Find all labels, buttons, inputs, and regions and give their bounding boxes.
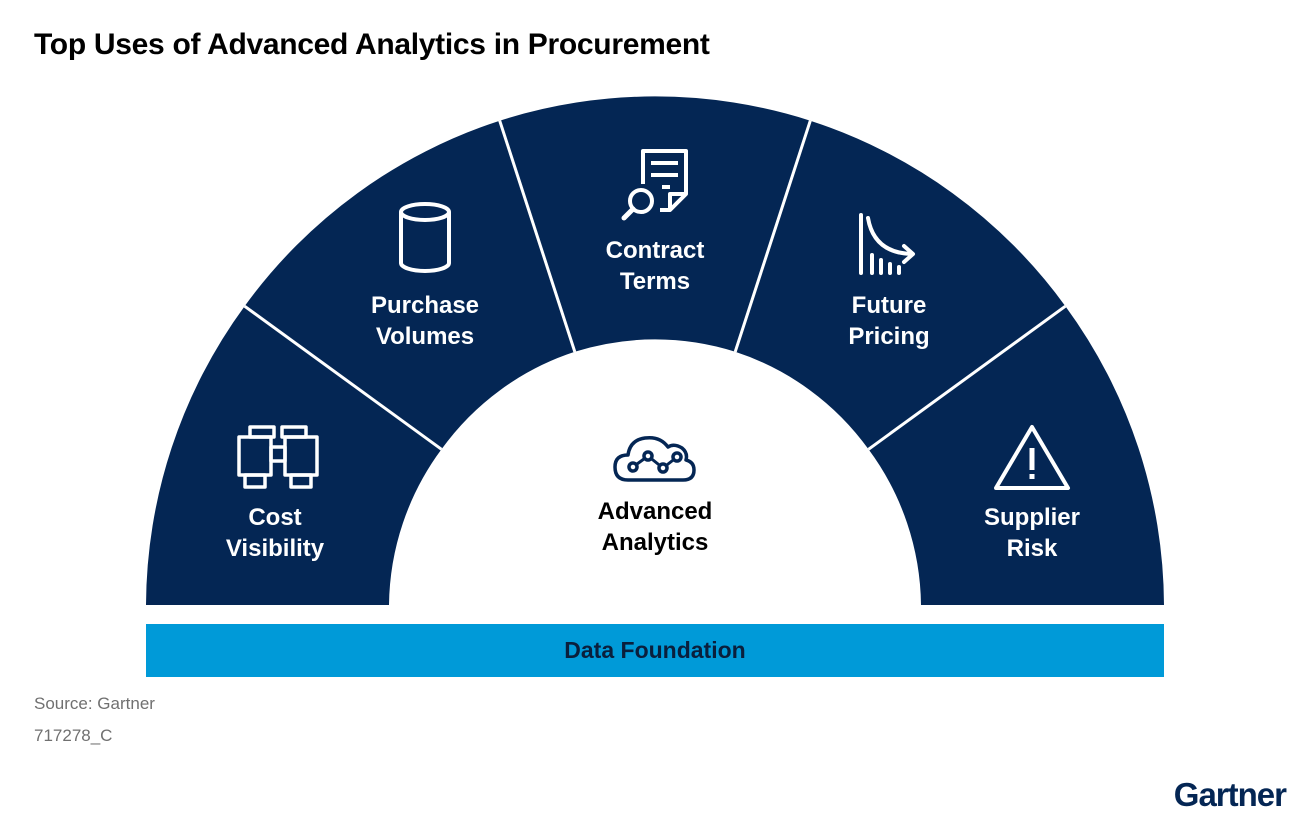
foundation-label: Data Foundation [564, 637, 746, 663]
page-title: Top Uses of Advanced Analytics in Procur… [34, 28, 710, 61]
segment-label-cost-visibility: Cost Visibility [175, 502, 375, 564]
segment-label-supplier-risk: Supplier Risk [932, 502, 1132, 564]
warning-triangle-icon [994, 425, 1070, 490]
segment-label-line2: Visibility [225, 535, 325, 562]
center-label: Advanced Analytics [555, 496, 755, 558]
segment-label-line2: Volumes [375, 323, 475, 350]
segment-label-line1: Cost [248, 504, 302, 531]
segment-label-line2: Terms [619, 268, 691, 295]
segment-label-purchase-volumes: Purchase Volumes [325, 290, 525, 352]
segment-label-line1: Purchase [370, 292, 480, 319]
segment-label-line2: Pricing [848, 323, 930, 350]
cloud-network-icon [613, 435, 696, 482]
binoculars-icon [237, 425, 319, 489]
arch-segment-contract-terms [499, 96, 811, 352]
foundation-bar [146, 624, 1164, 677]
gartner-logo: Gartner [1173, 776, 1287, 813]
segment-label-line1: Supplier [983, 504, 1080, 531]
arch-segment-future-pricing [735, 120, 1066, 450]
arch-segment-cost-visibility [146, 306, 442, 605]
document-search-icon [621, 149, 688, 221]
segment-label-line1: Future [851, 292, 927, 319]
trend-down-chart-icon [859, 213, 915, 275]
segment-label-line1: Contract [605, 237, 705, 264]
center-label-line2: Analytics [601, 529, 709, 556]
source-note: Source: Gartner [34, 694, 155, 713]
segment-label-contract-terms: Contract Terms [555, 235, 755, 297]
figure-code: 717278_C [34, 726, 113, 745]
arch-segment-purchase-volumes [244, 120, 575, 450]
center-label-line1: Advanced [597, 498, 713, 525]
arch-separators [243, 120, 1067, 451]
database-cylinder-icon [399, 202, 451, 273]
segment-label-line2: Risk [1006, 535, 1058, 562]
segment-label-future-pricing: Future Pricing [789, 290, 989, 352]
